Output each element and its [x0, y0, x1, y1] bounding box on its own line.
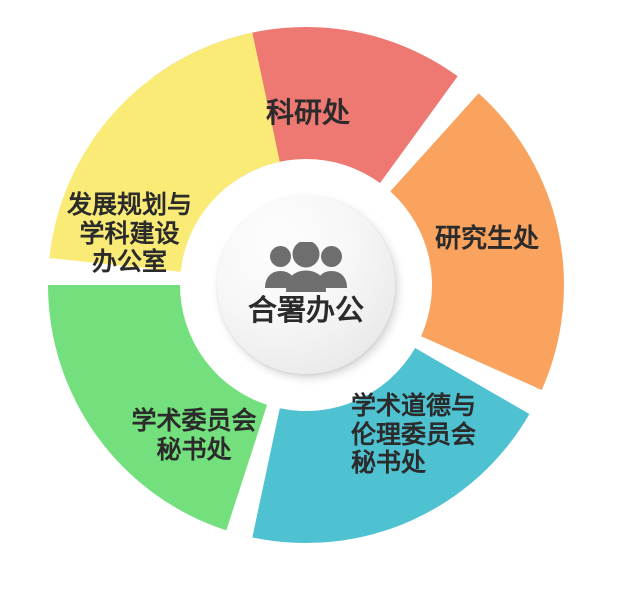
center-hub-content: 合署办公: [248, 242, 364, 326]
center-hub-label: 合署办公: [247, 295, 364, 327]
group-people-icon: [264, 242, 347, 292]
segment-xueshuweiyuanhui[interactable]: [48, 285, 268, 531]
center-hub[interactable]: 合署办公: [217, 196, 395, 374]
segment-label-xueshudaode-lunli-weiyuanhui: 学术道德与 伦理委员会 秘书处: [351, 392, 477, 477]
segment-yanjiushengchu[interactable]: [390, 93, 564, 390]
segment-label-xueshuweiyuanhui: 学术委员会 秘书处: [131, 407, 257, 464]
segment-xueshudaode-lunli-weiyuanhui[interactable]: [252, 348, 530, 543]
segment-label-yanjiushengchu: 研究生处: [435, 223, 540, 253]
segment-label-fazhanguihua-xuekejianshe: 发展规划与 学科建设 办公室: [66, 191, 192, 276]
segment-fazhanguihua-xuekejianshe[interactable]: [49, 32, 280, 272]
segment-label-keyanchu: 科研处: [265, 97, 350, 128]
